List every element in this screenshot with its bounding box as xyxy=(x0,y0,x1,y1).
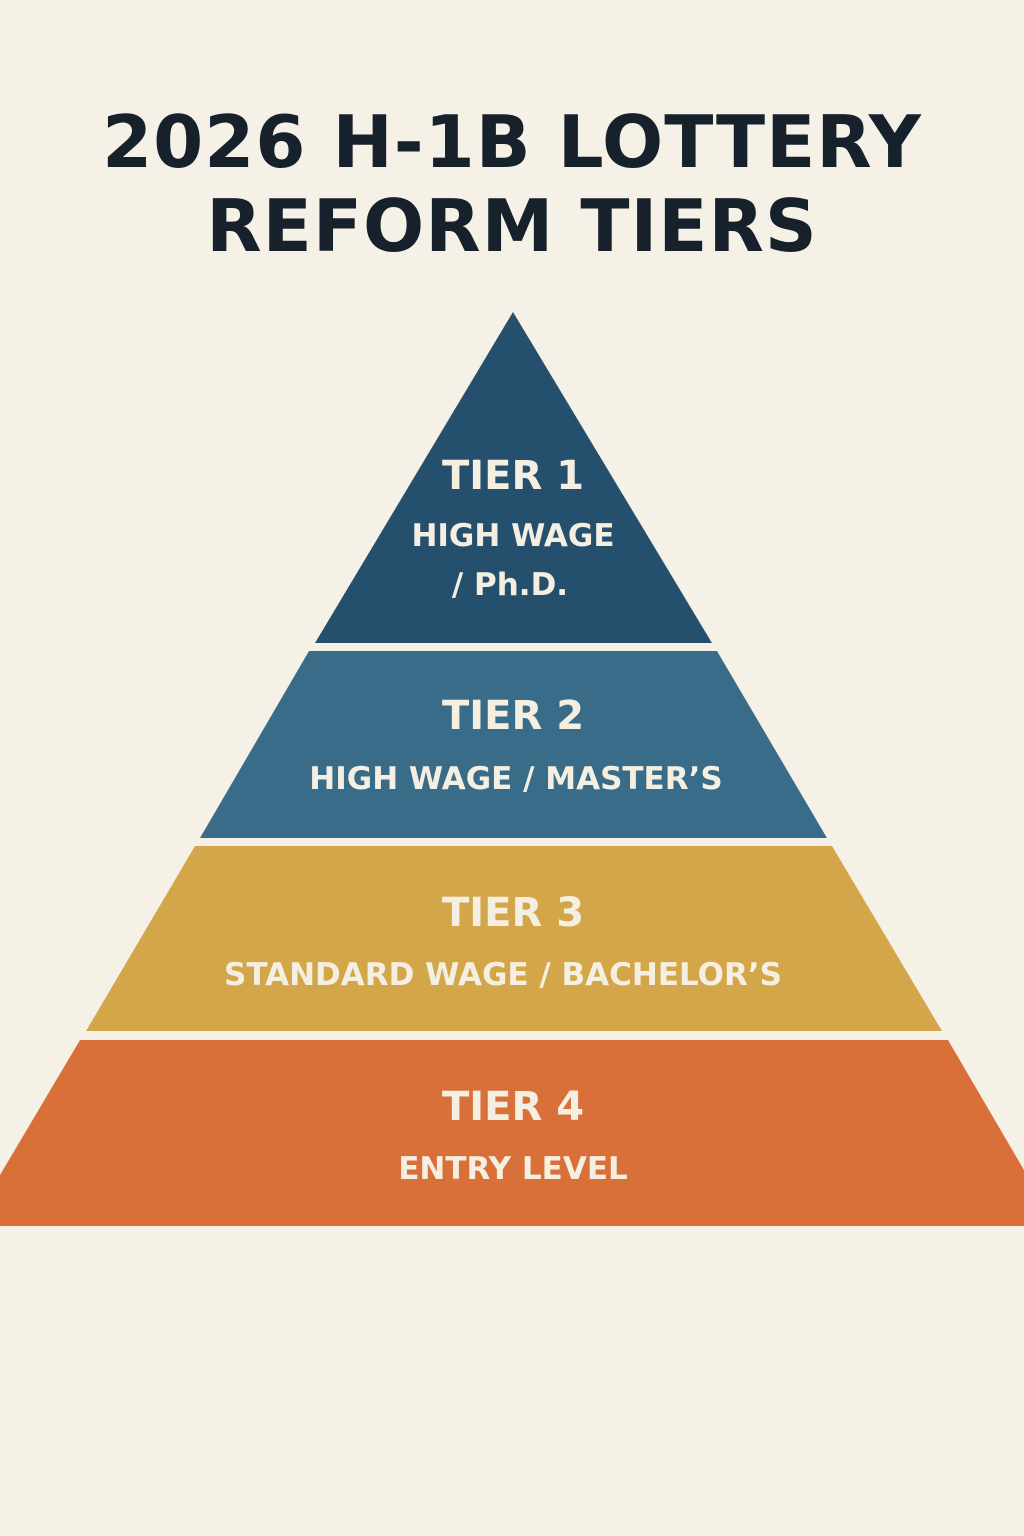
tier-2: TIER 2 HIGH WAGE / MASTER’S xyxy=(200,651,827,838)
title-line-1: 2026 H-1B LOTTERY xyxy=(102,100,922,184)
tier-3: TIER 3 STANDARD WAGE / BACHELOR’S xyxy=(86,846,942,1031)
tier-3-shape xyxy=(86,846,942,1031)
tier-1-desc-line-2: / Ph.D. xyxy=(452,567,568,603)
tier-2-label: TIER 2 xyxy=(442,693,584,739)
tier-1: TIER 1 HIGH WAGE / Ph.D. xyxy=(315,312,712,643)
tier-3-label: TIER 3 xyxy=(442,890,584,936)
tier-2-desc: HIGH WAGE / MASTER’S xyxy=(309,761,722,797)
tier-1-desc-line-1: HIGH WAGE xyxy=(411,518,614,554)
title-line-2: REFORM TIERS xyxy=(206,184,818,268)
tier-4: TIER 4 ENTRY LEVEL xyxy=(0,1040,1024,1226)
tier-1-label: TIER 1 xyxy=(442,453,584,499)
page-title: 2026 H-1B LOTTERY REFORM TIERS xyxy=(0,100,1024,268)
tier-1-shape xyxy=(315,312,712,643)
tier-4-desc: ENTRY LEVEL xyxy=(398,1151,628,1187)
tier-4-label: TIER 4 xyxy=(442,1084,584,1130)
tier-4-shape xyxy=(0,1040,1024,1226)
tier-2-shape xyxy=(200,651,827,838)
tier-3-desc: STANDARD WAGE / BACHELOR’S xyxy=(224,957,782,993)
